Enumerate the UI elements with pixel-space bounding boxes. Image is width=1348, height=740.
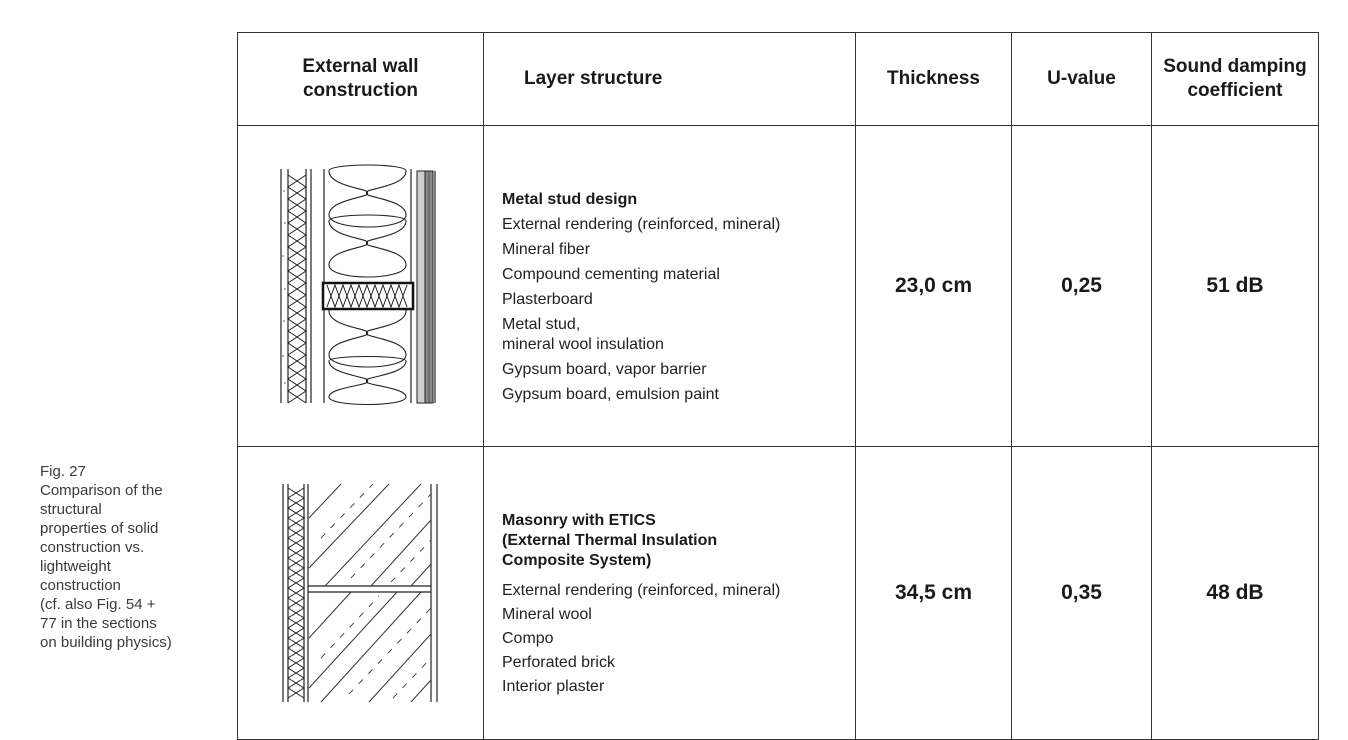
layer-item: Metal stud, mineral wool insulation [502, 315, 855, 355]
layer-item: Compo [502, 629, 855, 649]
layer-text: Metal stud, [502, 315, 581, 333]
title-line: Metal stud design [502, 190, 638, 208]
layer-text: mineral wool insulation [502, 335, 664, 353]
layer-item: Plasterboard [502, 290, 855, 310]
layer-item: Gypsum board, vapor barrier [502, 360, 855, 380]
layer-text: Plasterboard [502, 290, 593, 308]
header-line: construction [302, 80, 419, 101]
figure-caption: Fig. 27 Comparison of the structural pro… [40, 462, 212, 652]
header-thickness: Thickness [855, 32, 1012, 126]
layer-text: Interior plaster [502, 678, 605, 695]
metal-stud-section-icon [279, 164, 436, 406]
layer-text: Gypsum board, vapor barrier [502, 360, 707, 378]
caption-line: properties of solid [40, 520, 159, 537]
caption-line: construction vs. [40, 539, 145, 556]
caption-line: 77 in the sections [40, 615, 157, 632]
layer-text: Compound cementing material [502, 265, 720, 283]
caption-line: (cf. also Fig. 54 + [40, 596, 156, 613]
title-line: Composite System) [502, 552, 652, 569]
layer-text: External rendering (reinforced, mineral) [502, 215, 781, 233]
layer-structure-cell: Masonry with ETICS (External Thermal Ins… [483, 446, 856, 740]
uvalue-value: 0,25 [1011, 125, 1152, 447]
title-line: (External Thermal Insulation [502, 532, 718, 549]
header-line: U-value [1047, 68, 1116, 89]
layer-text: External rendering (reinforced, mineral) [502, 582, 781, 599]
header-construction: External wall construction [237, 32, 484, 126]
layer-text: Perforated brick [502, 654, 615, 671]
construction-title: Metal stud design [502, 190, 855, 210]
header-line: Sound damping [1163, 56, 1307, 77]
layer-item: Mineral fiber [502, 240, 855, 260]
thickness-value: 34,5 cm [855, 446, 1012, 740]
caption-line: construction [40, 577, 121, 594]
layer-item: Interior plaster [502, 677, 855, 697]
wall-section-drawing-masonry [237, 446, 484, 740]
construction-title: Masonry with ETICS (External Thermal Ins… [502, 511, 855, 571]
caption-line: on building physics) [40, 634, 172, 651]
layer-item: External rendering (reinforced, mineral) [502, 581, 855, 601]
caption-line: lightweight [40, 558, 111, 575]
table-row: Metal stud design External rendering (re… [237, 125, 1319, 447]
layer-structure-cell: Metal stud design External rendering (re… [483, 125, 856, 447]
layer-item: Perforated brick [502, 653, 855, 673]
caption-line: Fig. 27 [40, 463, 86, 480]
header-sound-damping: Sound damping coefficient [1151, 32, 1319, 126]
comparison-table: External wall construction Layer structu… [237, 32, 1319, 740]
layer-item: Mineral wool [502, 605, 855, 625]
header-row: External wall construction Layer structu… [237, 32, 1319, 126]
thickness-value: 23,0 cm [855, 125, 1012, 447]
header-line: External wall [302, 56, 419, 77]
caption-line: Comparison of the [40, 482, 163, 499]
sound-damping-value: 48 dB [1151, 446, 1319, 740]
table-row: Masonry with ETICS (External Thermal Ins… [237, 446, 1319, 740]
layer-text: Gypsum board, emulsion paint [502, 385, 719, 403]
layer-text: Mineral wool [502, 606, 592, 623]
layer-item: Gypsum board, emulsion paint [502, 385, 855, 405]
layer-item: External rendering (reinforced, mineral) [502, 215, 855, 235]
caption-line: structural [40, 501, 102, 518]
layer-text: Compo [502, 630, 554, 647]
header-line: coefficient [1187, 80, 1283, 101]
header-uvalue: U-value [1011, 32, 1152, 126]
header-line: Layer structure [524, 68, 663, 89]
wall-section-drawing-metal-stud [237, 125, 484, 447]
uvalue-value: 0,35 [1011, 446, 1152, 740]
layer-text: Mineral fiber [502, 240, 591, 258]
layer-item: Compound cementing material [502, 265, 855, 285]
title-line: Masonry with ETICS [502, 512, 656, 529]
header-line: Thickness [887, 68, 980, 89]
sound-damping-value: 51 dB [1151, 125, 1319, 447]
header-layer-structure: Layer structure [483, 32, 856, 126]
masonry-etics-section-icon [281, 483, 438, 703]
